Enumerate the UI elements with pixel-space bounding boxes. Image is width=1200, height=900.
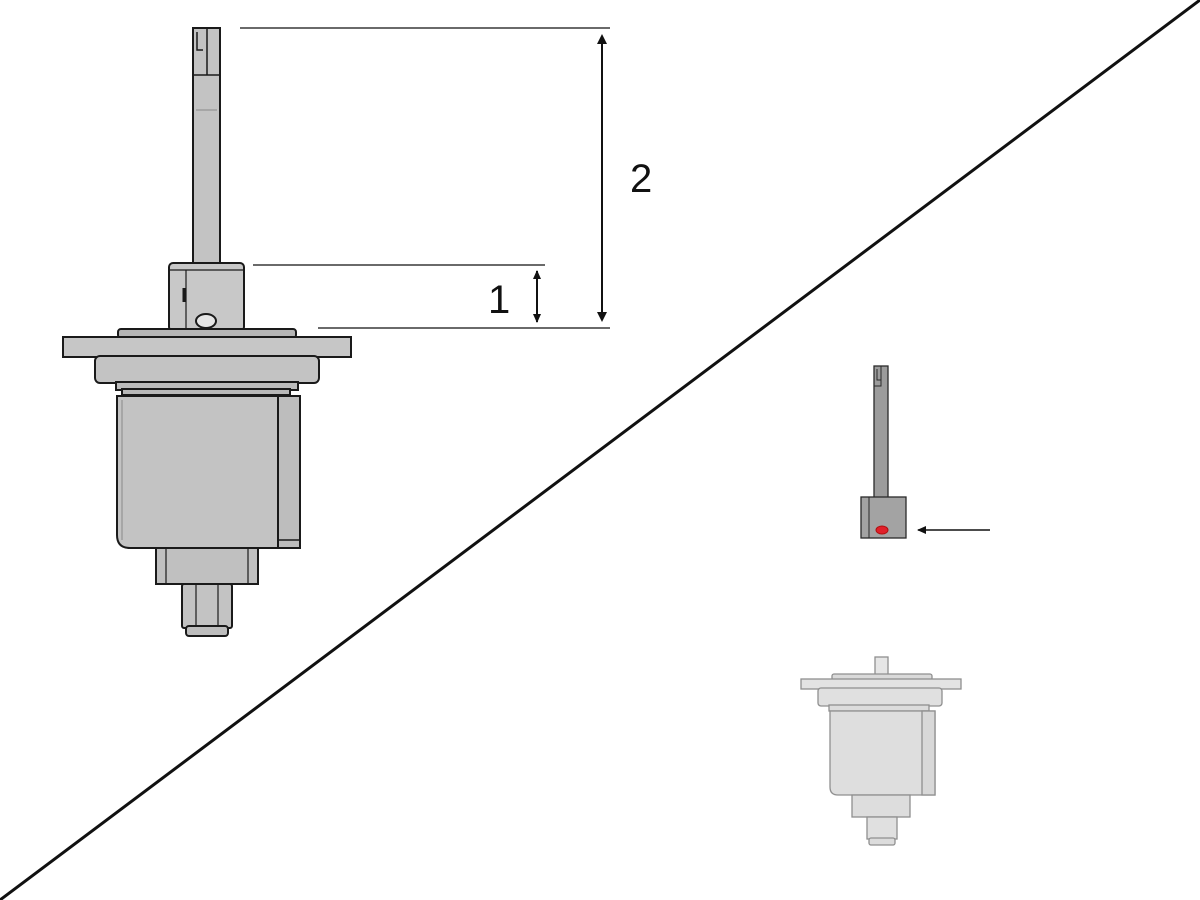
- dimension-1-label: 1: [488, 278, 510, 322]
- faded-base-assembly: [800, 656, 962, 846]
- main-part: [62, 27, 352, 637]
- collar-hole: [195, 313, 217, 329]
- red-marker: [875, 525, 889, 535]
- flange-plate: [62, 336, 352, 358]
- dimension-2-label: 2: [630, 157, 652, 201]
- bottom-block: [155, 547, 259, 585]
- main-body: [116, 395, 301, 549]
- faded-body: [829, 710, 936, 796]
- removed-shaft-assembly: [860, 365, 907, 539]
- extension-lines: [240, 27, 610, 329]
- bottom-pin: [181, 583, 233, 629]
